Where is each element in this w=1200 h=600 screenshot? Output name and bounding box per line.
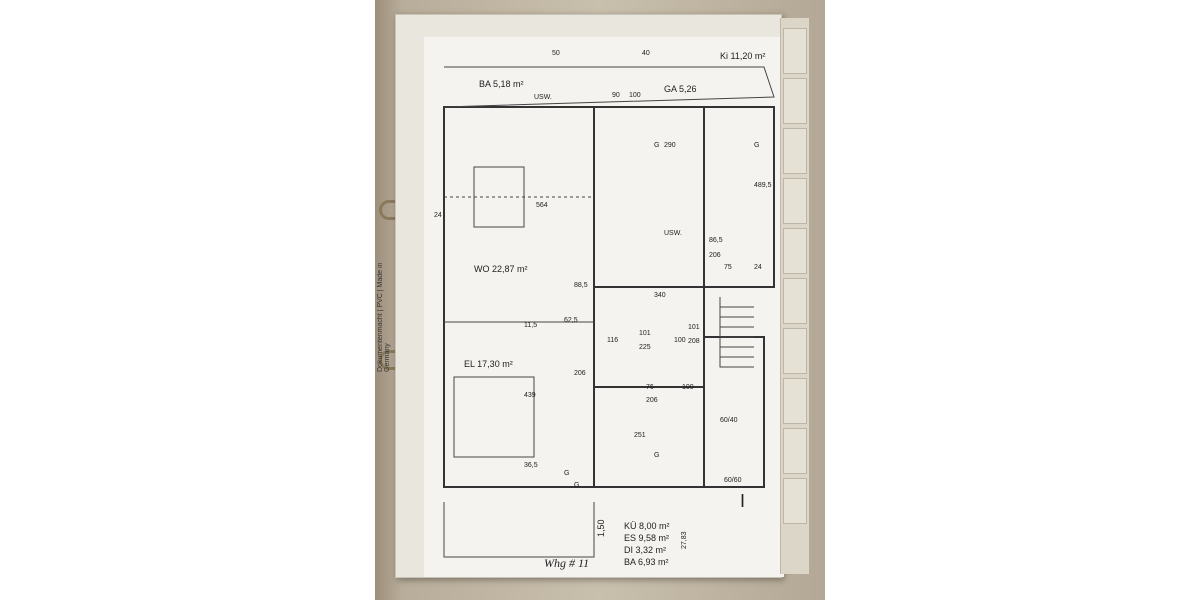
dimension-label: 206 [646, 397, 658, 404]
dimension-label: 208 [688, 338, 700, 345]
wall-stair [703, 336, 765, 488]
terrace-outline [443, 502, 595, 558]
register-tab[interactable] [783, 478, 807, 524]
dimension-label: 439 [524, 392, 536, 399]
legend-di: DI 3,32 m² [624, 545, 666, 555]
room-usw-2: USW. [664, 230, 682, 237]
wall-west-block [443, 106, 595, 488]
dimension-label: 489,5 [754, 182, 772, 189]
register-tab[interactable] [783, 78, 807, 124]
dimension-label: 24 [434, 212, 442, 219]
register-tab[interactable] [783, 428, 807, 474]
scale-note: 1,50 [596, 519, 606, 537]
furniture-bed [453, 376, 535, 458]
dimension-label: 116 [607, 337, 618, 344]
dimension-label: 62,5 [564, 317, 578, 324]
dimension-label: G [754, 142, 759, 149]
dimension-label: 100 [629, 92, 641, 99]
room-ga: GA 5,26 [664, 84, 697, 94]
dimension-label: 251 [634, 432, 646, 439]
dimension-label: 290 [664, 142, 676, 149]
wall-kitchen [593, 106, 705, 288]
room-wo: WO 22,87 m² [474, 264, 528, 274]
dimension-label: G [654, 452, 659, 459]
photo-background: Dokumentenmacht | PVC | Made in Germany [375, 0, 825, 600]
dimension-label: 75 [724, 264, 732, 271]
dimension-label: 101 [639, 330, 651, 337]
dimension-label: 101 [688, 324, 700, 331]
room-el: EL 17,30 m² [464, 359, 513, 369]
dimension-label: 36,5 [524, 462, 538, 469]
register-tab[interactable] [783, 178, 807, 224]
dimension-label: G [564, 470, 569, 477]
dimension-label: 206 [709, 252, 721, 259]
section-mark: I [740, 491, 745, 511]
dimension-label: G [574, 482, 579, 489]
dimension-label: 88,5 [574, 282, 588, 289]
dimension-label: 40 [642, 50, 650, 57]
legend-total: 27,83 [681, 531, 688, 549]
dimension-label: G [654, 142, 659, 149]
dimension-label: 60/60 [724, 477, 742, 484]
wall-room-east [703, 106, 775, 288]
handwritten-note: Whg # 11 [544, 556, 589, 570]
dimension-label: 11,5 [524, 322, 537, 329]
dimension-label: 50 [552, 50, 560, 57]
dimension-label: 564 [536, 202, 548, 209]
floorplan-drawing: BA 5,18 m² GA 5,26 Ki 11,20 m² WO 22,87 … [434, 50, 775, 570]
floorplan-sheet: BA 5,18 m² GA 5,26 Ki 11,20 m² WO 22,87 … [424, 37, 784, 577]
legend-ba: BA 6,93 m² [624, 557, 669, 567]
dimension-label: 86,5 [709, 237, 723, 244]
register-tab[interactable] [783, 28, 807, 74]
legend-ku: KÜ 8,00 m² [624, 521, 670, 531]
register-tab[interactable] [783, 228, 807, 274]
dimension-label: 225 [639, 344, 651, 351]
balcony-outline [443, 66, 775, 108]
dimension-label: 206 [574, 370, 586, 377]
legend-es: ES 9,58 m² [624, 533, 669, 543]
dimension-label: 340 [654, 292, 666, 299]
room-usw-1: USW. [534, 94, 552, 101]
register-tab[interactable] [783, 128, 807, 174]
furniture-table [473, 166, 525, 228]
register-tabs [780, 18, 809, 574]
dimension-label: 100 [674, 337, 686, 344]
dimension-labels: 290 489,5 86,5 206 340 564 24 11,5 62,5 88,5 101 22… [434, 50, 772, 489]
room-ki: Ki 11,20 m² [720, 51, 765, 61]
dimension-label: 24 [754, 264, 762, 271]
dimension-label: 90 [612, 92, 620, 99]
dimension-label: 100 [682, 384, 694, 391]
binder-folder: Dokumentenmacht | PVC | Made in Germany [375, 0, 825, 600]
dimension-label: 76 [646, 384, 654, 391]
register-tab[interactable] [783, 378, 807, 424]
room-ba: BA 5,18 m² [479, 79, 524, 89]
binder-spine-label: Dokumentenmacht | PVC | Made in Germany [377, 262, 391, 372]
register-tab[interactable] [783, 328, 807, 374]
dimension-label: 60/40 [720, 417, 738, 424]
plastic-sleeve: BA 5,18 m² GA 5,26 Ki 11,20 m² WO 22,87 … [395, 14, 784, 578]
stair-steps [719, 297, 754, 368]
register-tab[interactable] [783, 278, 807, 324]
